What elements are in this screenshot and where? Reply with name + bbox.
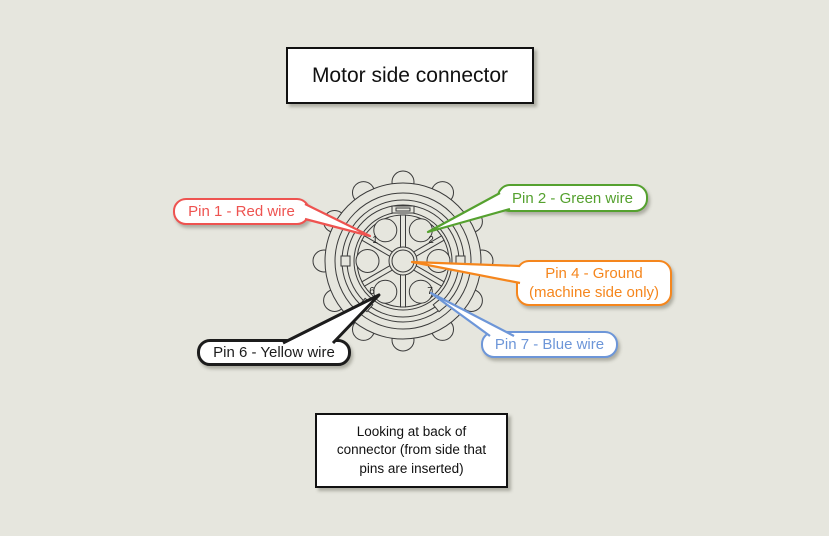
pin-holes: [355, 218, 451, 304]
callout-pin1-label: Pin 1 - Red wire: [188, 203, 295, 220]
callout-pin4-label-line2: (machine side only): [528, 284, 660, 301]
divider-spoke: [400, 214, 406, 249]
callout-pin7-blue-wire: Pin 7 - Blue wire: [481, 331, 618, 358]
pin-hole: [426, 249, 451, 273]
pin-hole: [373, 279, 398, 304]
key-tab-inner: [395, 207, 411, 212]
caption-line: Looking at back of: [356, 423, 467, 439]
pin-number-1: 1: [372, 235, 378, 246]
caption-box: Looking at back of connector (from side …: [315, 413, 508, 488]
ring-tab: [455, 255, 466, 267]
callout-pin4-ground: Pin 4 - Ground (machine side only): [516, 260, 672, 306]
title-box: Motor side connector: [286, 47, 534, 104]
callout-pin6-label: Pin 6 - Yellow wire: [213, 344, 335, 361]
pin-hole: [355, 249, 380, 273]
callout-pin4-label-line1: Pin 4 - Ground: [545, 265, 643, 282]
connector-gear: 1 2 6 7: [312, 170, 494, 352]
pin-number-6: 6: [369, 286, 375, 297]
callout-pin2-label: Pin 2 - Green wire: [512, 189, 633, 207]
pin-number-7: 7: [427, 286, 433, 297]
pin-plate-spokes: [361, 214, 445, 308]
callout-pin1-red-wire: Pin 1 - Red wire: [173, 198, 310, 225]
pin-number-2: 2: [428, 235, 434, 246]
divider-spoke: [400, 273, 406, 308]
center-hub: [388, 246, 418, 276]
callout-pin2-green-wire: Pin 2 - Green wire: [497, 184, 648, 212]
ring-tab: [340, 255, 351, 267]
caption-line: connector (from side that: [336, 442, 487, 458]
caption-line: pins are inserted): [359, 460, 464, 476]
page-title: Motor side connector: [311, 63, 509, 87]
callout-pin7-label: Pin 7 - Blue wire: [494, 336, 605, 353]
key-tab-outer: [391, 205, 415, 214]
callout-pin6-yellow-wire: Pin 6 - Yellow wire: [197, 339, 351, 366]
pin-hole: [373, 218, 398, 243]
